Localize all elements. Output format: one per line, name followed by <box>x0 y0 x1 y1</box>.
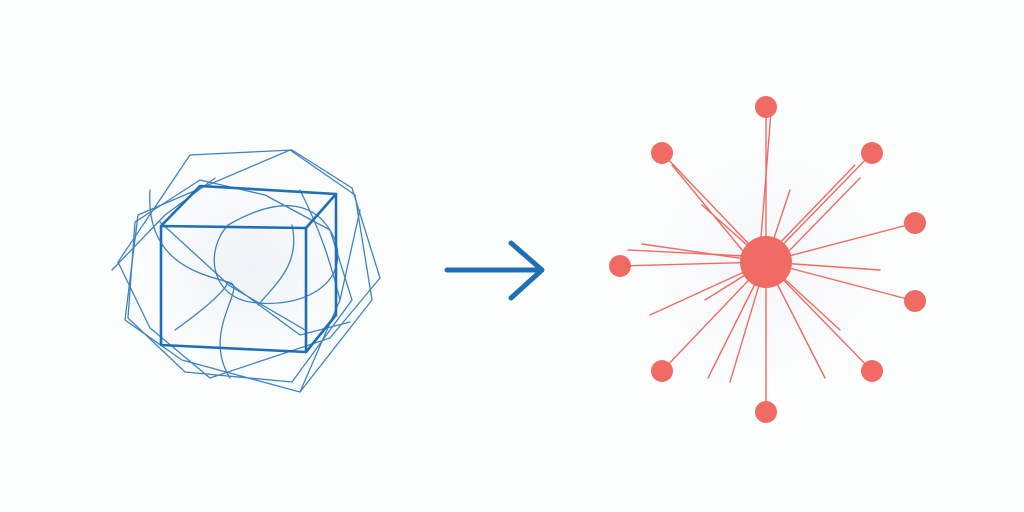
arrow-right-icon <box>444 240 545 301</box>
hub-node <box>740 236 792 288</box>
network-node <box>755 96 777 118</box>
outer-nodes <box>609 96 926 423</box>
network-node <box>651 142 673 164</box>
network-node <box>904 290 926 312</box>
hub-and-spoke-icon <box>609 96 926 423</box>
network-node <box>861 142 883 164</box>
tangled-cube-icon <box>111 149 381 393</box>
cube-outline-tangles <box>111 149 381 393</box>
network-node <box>651 360 673 382</box>
left-glow <box>65 98 435 438</box>
cube-main-edges <box>159 184 338 354</box>
network-node <box>609 255 631 277</box>
network-node <box>904 212 926 234</box>
network-node <box>755 401 777 423</box>
network-node <box>861 360 883 382</box>
